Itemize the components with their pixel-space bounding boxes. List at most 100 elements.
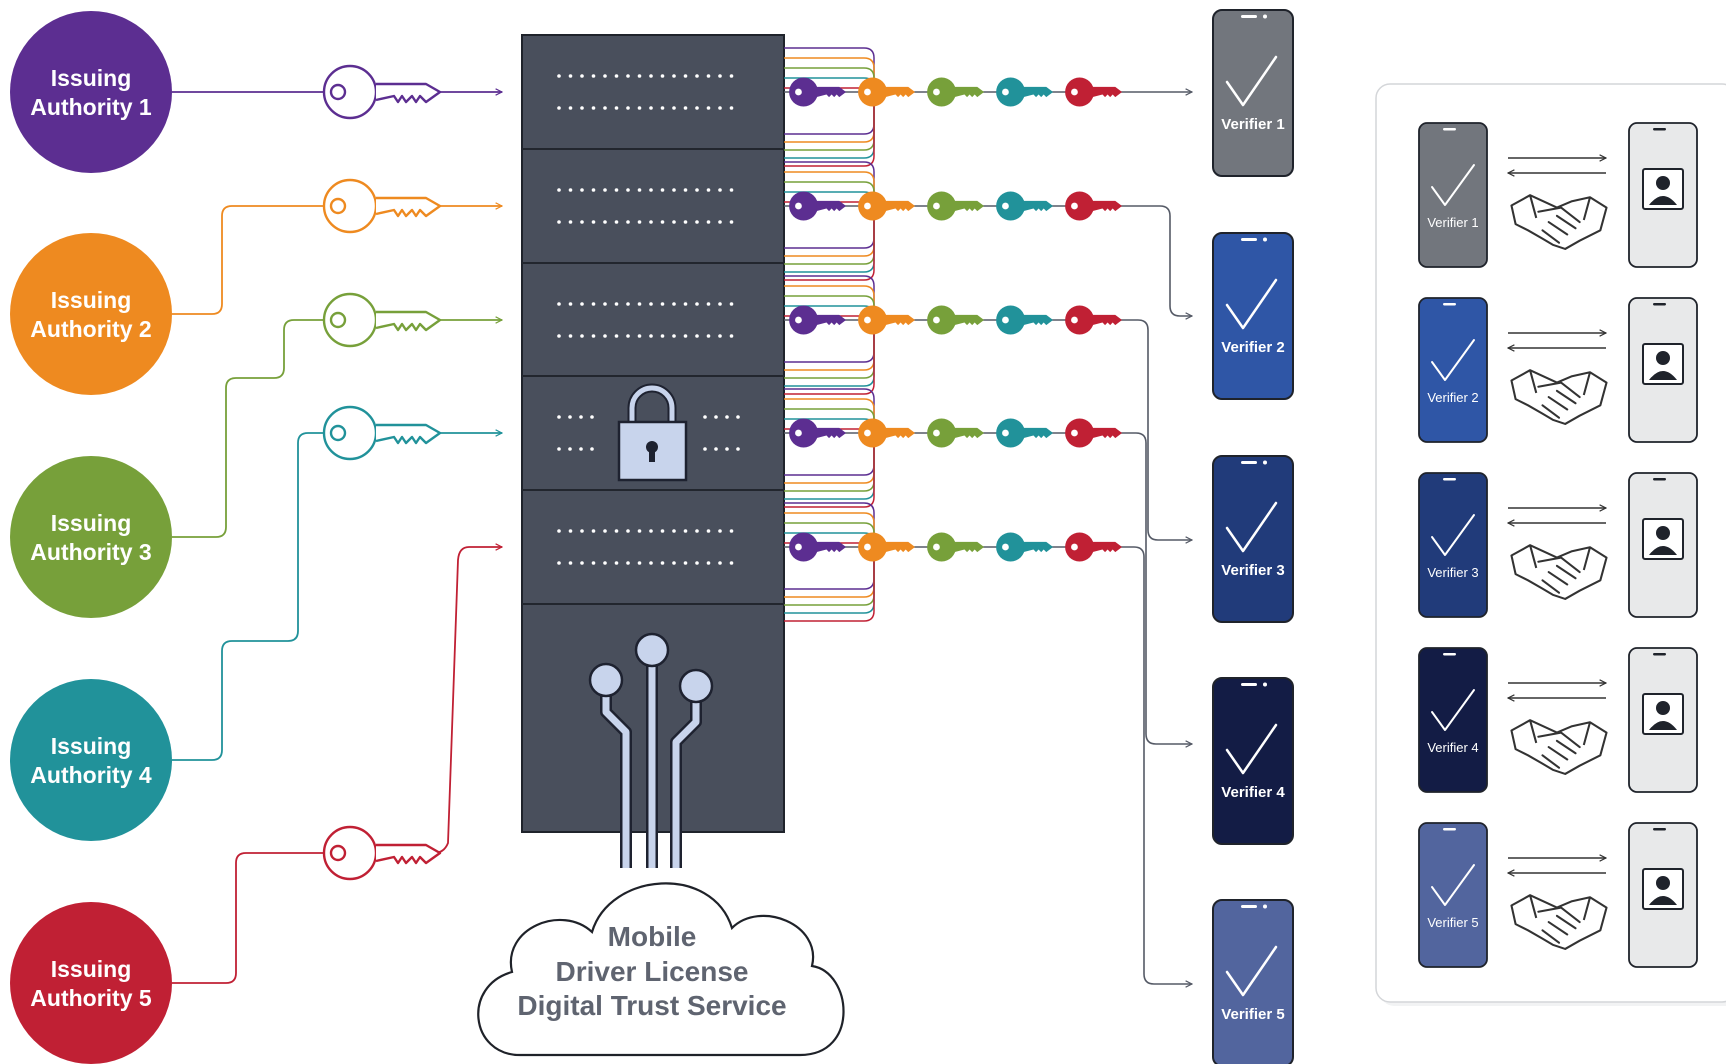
verifier-label: Verifier 2 [1221,339,1284,356]
user-head [1656,876,1670,890]
server-rack [521,34,785,868]
server-led [603,74,607,78]
server-led [718,188,722,192]
server-led [718,529,722,533]
keyhole-slot [649,449,655,462]
checkmark-icon [1431,164,1475,206]
server-led [557,447,561,451]
server-led [683,220,688,224]
server-led [672,106,676,110]
input-connector-3 [172,320,502,538]
server-led [603,220,607,224]
server-led [579,415,583,419]
phone-speaker [1241,238,1257,241]
phone-speaker [1443,478,1456,481]
key-icon [322,405,442,461]
server-led [729,561,734,565]
server-led [614,302,619,306]
phone-speaker [1653,828,1666,831]
authority-label-line-2: Authority 4 [30,762,152,788]
phone-speaker [1241,15,1257,18]
circuit-node [634,632,670,668]
server-led [579,447,583,451]
checkmark-icon [1225,55,1278,107]
server-led [660,188,665,192]
server-led [591,529,596,533]
key-icon [927,532,985,562]
cloud-title-line-3: Digital Trust Service [517,990,786,1021]
authority-label-line-1: Issuing [51,65,132,91]
server-led [718,74,722,78]
server-led [557,415,561,419]
checkmark-icon [1431,689,1475,731]
cloud-title-line-1: Mobile [608,921,697,952]
server-led [580,188,584,192]
server-led [718,302,722,306]
verifier-label: Verifier 3 [1221,562,1284,579]
key-icon [789,191,847,221]
server-led [672,74,676,78]
key-icon [322,292,442,348]
server-led [626,188,630,192]
user-icon [1642,868,1684,910]
key-icon [927,191,985,221]
phone-speaker [1241,905,1257,908]
authority-label-line-1: Issuing [51,956,132,982]
server-led [649,529,653,533]
user-body [1649,196,1677,205]
phone-camera [1263,682,1267,687]
circuit-trace [602,684,630,868]
authority-label-line-2: Authority 1 [30,94,152,120]
key-icon [858,77,916,107]
server-led [580,334,584,338]
key-icon [927,77,985,107]
server-led [660,302,665,306]
server-led [695,302,699,306]
input-connector-2 [172,206,502,315]
server-led [683,188,688,192]
server-led [706,302,711,306]
panel-verifier-label: Verifier 5 [1427,915,1478,930]
server-led [660,561,665,565]
server-led [557,334,561,338]
phone-speaker [1443,653,1456,656]
padlock-icon [617,383,688,482]
panel-row-2: Verifier 2 [1418,297,1698,443]
server-led [614,74,619,78]
server-led [614,561,619,565]
panel-verifier-label: Verifier 1 [1427,215,1478,230]
checkmark-icon [1225,723,1278,775]
user-body [1649,721,1677,730]
smartphone-icon [1212,455,1294,623]
key-icon [996,418,1054,448]
server-led [695,529,699,533]
server-led [706,529,711,533]
smartphone-icon [1212,677,1294,845]
server-led [637,529,642,533]
server-led [695,334,699,338]
server-led [603,334,607,338]
key-icon [858,532,916,562]
server-led [603,302,607,306]
server-led [649,220,653,224]
circuit-trace [672,690,700,868]
server-led [626,561,630,565]
server-led [591,302,596,306]
server-led [557,106,561,110]
user-icon [1642,168,1684,210]
server-led [568,529,573,533]
server-led [729,529,734,533]
server-led [695,220,699,224]
server-slot-1 [557,74,734,110]
server-led [736,415,740,419]
server-led [649,106,653,110]
server-led [580,74,584,78]
server-led [725,415,729,419]
server-led [614,334,619,338]
